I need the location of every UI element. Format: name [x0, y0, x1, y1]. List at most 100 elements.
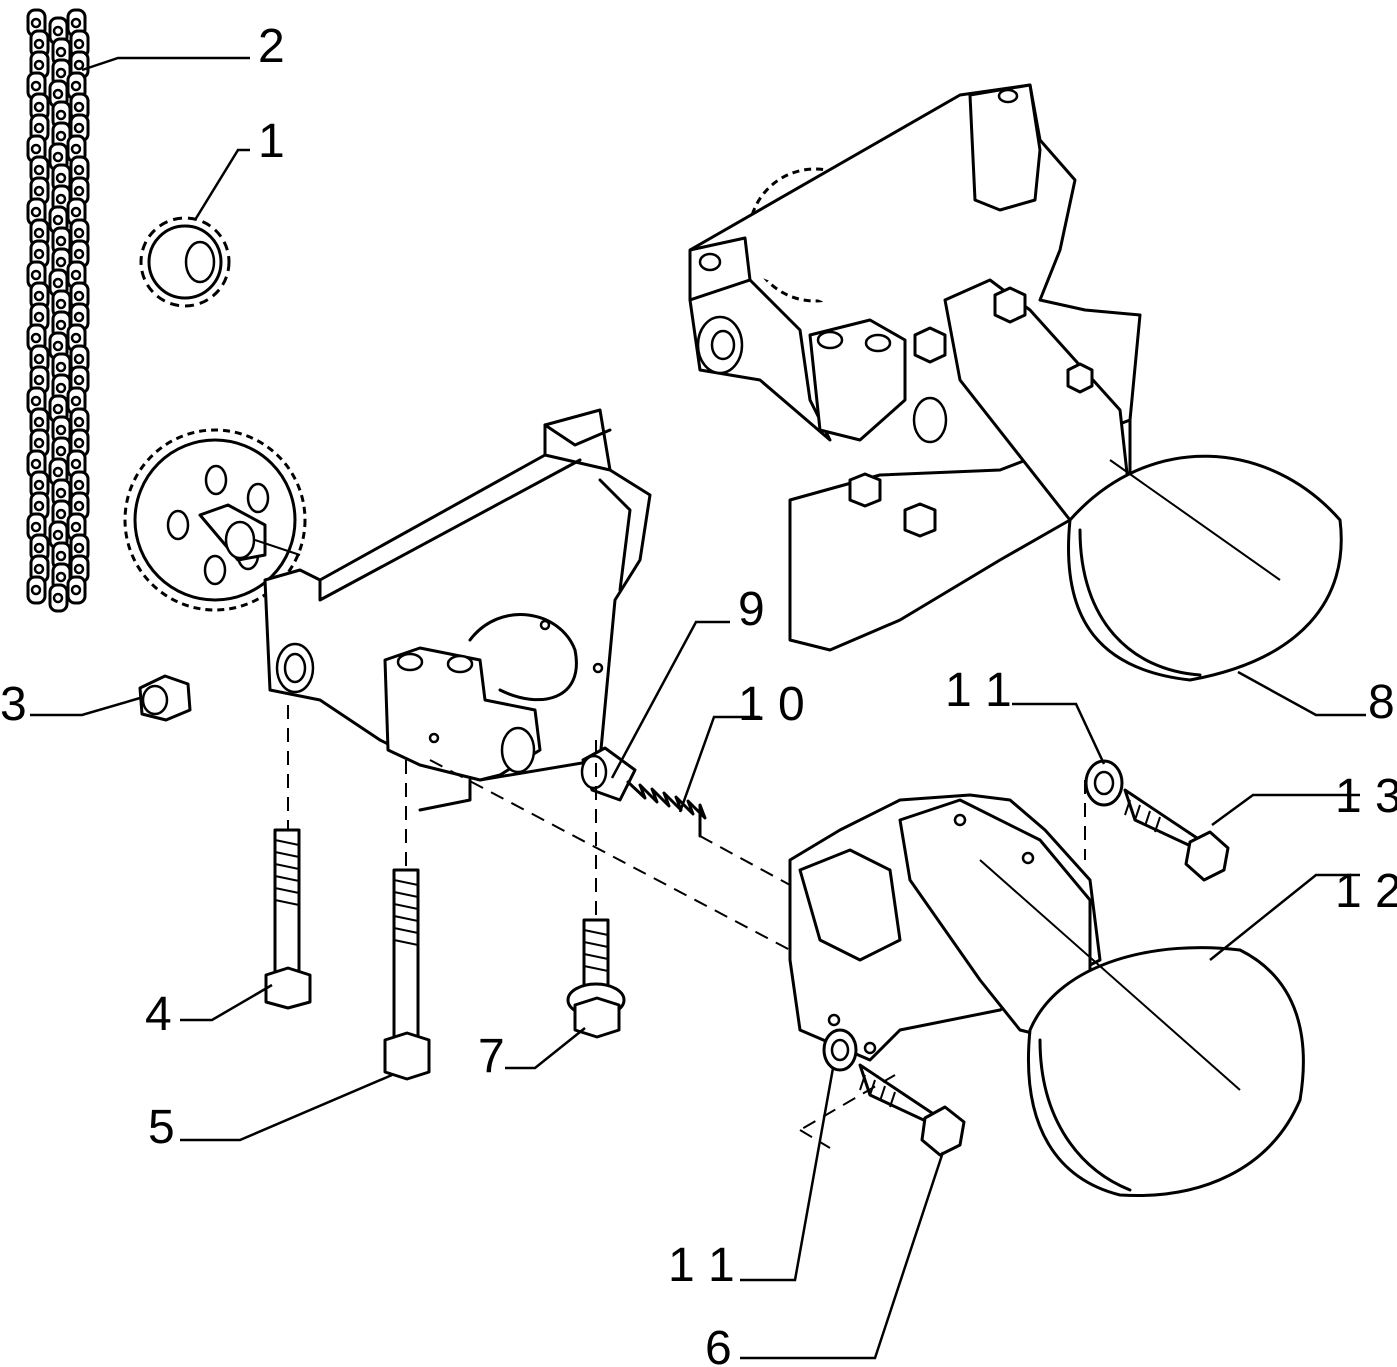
chain-pin [30, 80, 42, 92]
chain-pin [55, 172, 67, 184]
chain-pin [52, 25, 64, 37]
chain-pin [55, 571, 67, 583]
chain-pin [33, 101, 45, 113]
chain-pin [52, 592, 64, 604]
callout-2: 2 [258, 20, 285, 73]
chain-pin [33, 374, 45, 386]
oil-strainer [788, 793, 1305, 1198]
relief-valve-piston [580, 746, 637, 802]
chain-pin [55, 424, 67, 436]
chain-pin [33, 437, 45, 449]
chain-pin [52, 466, 64, 478]
chain-pin [30, 206, 42, 218]
chain-pin [33, 563, 45, 575]
chain-pin [30, 269, 42, 281]
chain-pin [73, 59, 85, 71]
chain-pin [73, 122, 85, 134]
chain-pin [55, 361, 67, 373]
chain-pin [70, 17, 82, 29]
callout-3: 3 [0, 678, 27, 731]
callout-13: 1 3 [1335, 770, 1397, 823]
leader-lines [30, 56, 1366, 1360]
bolt-6 [858, 1063, 966, 1157]
chain-pin [73, 500, 85, 512]
chain-pin [55, 67, 67, 79]
bolt-5 [383, 868, 431, 1081]
callout-8: 8 [1368, 676, 1395, 729]
chain-pin [55, 508, 67, 520]
chain-pin [70, 458, 82, 470]
chain-pin [73, 311, 85, 323]
chain-pin [70, 206, 82, 218]
chain-pin [52, 151, 64, 163]
chain-pin [73, 290, 85, 302]
chain-pin [33, 248, 45, 260]
plug [138, 674, 192, 722]
chain-pin [52, 277, 64, 289]
chain-pin [52, 214, 64, 226]
washer-11-bottom [822, 1028, 858, 1072]
chain-pin [55, 445, 67, 457]
chain-pin [73, 374, 85, 386]
callout-9: 9 [738, 583, 765, 636]
chain-pin [52, 529, 64, 541]
chain-pin [52, 88, 64, 100]
chain-pin [73, 563, 85, 575]
chain-pin [30, 521, 42, 533]
bolt-13 [1123, 788, 1230, 882]
chain-pin [33, 59, 45, 71]
chain-pin [70, 521, 82, 533]
chain-pin [55, 109, 67, 121]
small-sprocket [139, 216, 231, 308]
callout-11-top: 1 1 [945, 664, 1012, 717]
callout-7: 7 [478, 1030, 505, 1083]
chain-pin [33, 542, 45, 554]
chain-pin [33, 500, 45, 512]
chain-pin [33, 416, 45, 428]
chain-pin [33, 122, 45, 134]
chain-pin [55, 298, 67, 310]
washer-11-top [1084, 759, 1124, 807]
relief-valve-spring [626, 780, 707, 838]
chain-pin [30, 458, 42, 470]
chain-pin [73, 416, 85, 428]
chain-pin [73, 353, 85, 365]
chain-pin [55, 382, 67, 394]
chain-pin [73, 227, 85, 239]
callout-6: 6 [705, 1322, 732, 1367]
bolt-7 [566, 918, 626, 1039]
chain-pin [70, 584, 82, 596]
callout-12: 1 2 [1335, 865, 1397, 918]
chain-pin [55, 130, 67, 142]
chain-pin [55, 46, 67, 58]
pump-assembly [688, 83, 1343, 682]
chain-pin [30, 395, 42, 407]
callout-4: 4 [145, 988, 172, 1041]
chain-pin [30, 17, 42, 29]
chain-pin [73, 542, 85, 554]
pump-gear [123, 428, 307, 612]
oil-pump-body [263, 408, 652, 812]
chain-pin [70, 269, 82, 281]
chain-pin [73, 479, 85, 491]
callouts: 1 2 3 4 5 6 7 8 9 1 0 1 1 1 1 1 2 1 3 [0, 20, 1397, 1367]
chain-pin [33, 311, 45, 323]
chain-pin [55, 487, 67, 499]
chain-pin [52, 403, 64, 415]
chain-links [26, 8, 90, 613]
chain-pin [55, 193, 67, 205]
chain-pin [52, 340, 64, 352]
chain-pin [73, 164, 85, 176]
chain-pin [55, 319, 67, 331]
chain-pin [33, 38, 45, 50]
chain-pin [73, 437, 85, 449]
callout-10: 1 0 [738, 678, 805, 731]
chain-pin [73, 38, 85, 50]
callout-1: 1 [258, 115, 285, 168]
chain-pin [33, 479, 45, 491]
chain-pin [55, 235, 67, 247]
chain-pin [33, 227, 45, 239]
chain-pin [70, 332, 82, 344]
chain-pin [33, 185, 45, 197]
